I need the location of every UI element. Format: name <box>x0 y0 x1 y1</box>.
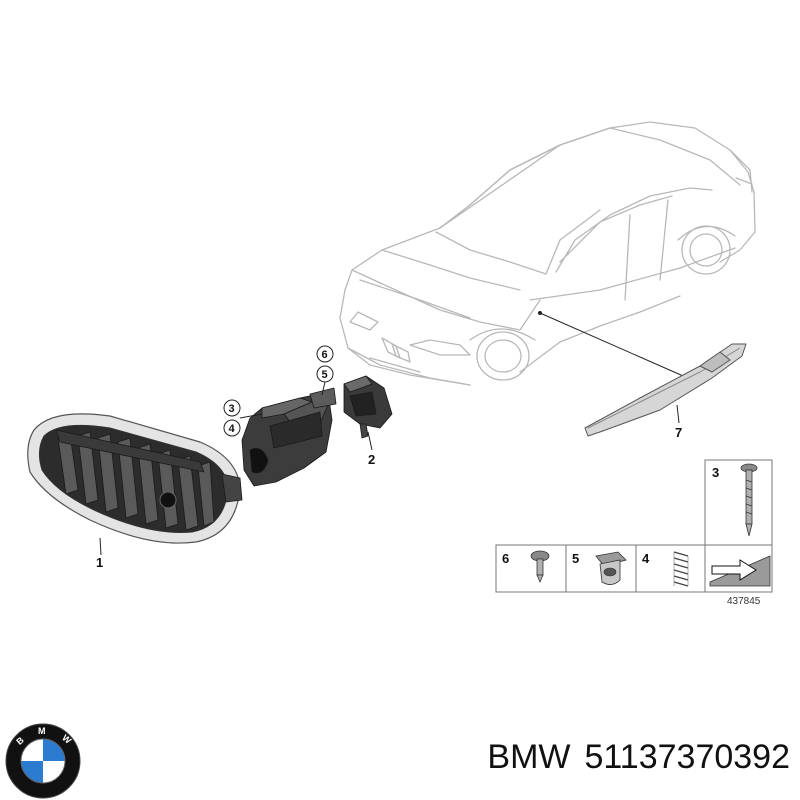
leader-line-2 <box>367 431 373 451</box>
legend-label-5: 5 <box>572 551 579 566</box>
callout-5-label: 5 <box>322 369 328 381</box>
leader-line-5-6 <box>321 381 326 396</box>
callout-3-label: 3 <box>229 403 235 415</box>
spring-icon: 4 <box>642 551 689 587</box>
part-caption: BMW 51137370392 <box>0 738 790 786</box>
legend-label-4: 4 <box>642 551 650 566</box>
brand-name: BMW <box>487 738 571 776</box>
diagram-reference-number: 437845 <box>727 596 761 607</box>
trim-strip-part <box>584 343 747 437</box>
bracket-part <box>343 375 393 439</box>
part-number: 51137370392 <box>584 738 790 776</box>
leader-line-7 <box>676 404 680 424</box>
car-outline <box>339 121 756 386</box>
screw-icon: 3 <box>712 463 758 537</box>
callout-circle-4: 4 <box>223 419 241 437</box>
leader-line-trim <box>539 312 691 380</box>
svg-text:M: M <box>38 726 46 736</box>
callout-1: 1 <box>96 555 103 570</box>
leader-line-1 <box>99 537 102 556</box>
callout-6-label: 6 <box>322 349 328 361</box>
callout-4-label: 4 <box>229 423 236 435</box>
hardware-legend <box>495 459 773 593</box>
legend-label-6: 6 <box>502 551 509 566</box>
callout-circle-6: 6 <box>316 345 334 363</box>
callout-circle-3: 3 <box>223 399 241 417</box>
svg-text:B: B <box>14 735 26 747</box>
wedge-arrow-icon <box>709 555 771 587</box>
air-duct-part <box>241 387 337 487</box>
nut-icon: 5 <box>572 551 627 585</box>
callout-circle-5: 5 <box>316 365 334 383</box>
rivet-icon: 6 <box>502 550 550 584</box>
leader-line-3-4 <box>239 413 263 419</box>
kidney-grille-part <box>27 413 243 544</box>
bmw-logo: B M W <box>5 723 81 799</box>
callout-7: 7 <box>675 425 682 440</box>
callout-2: 2 <box>368 452 375 467</box>
legend-label-3: 3 <box>712 465 719 480</box>
